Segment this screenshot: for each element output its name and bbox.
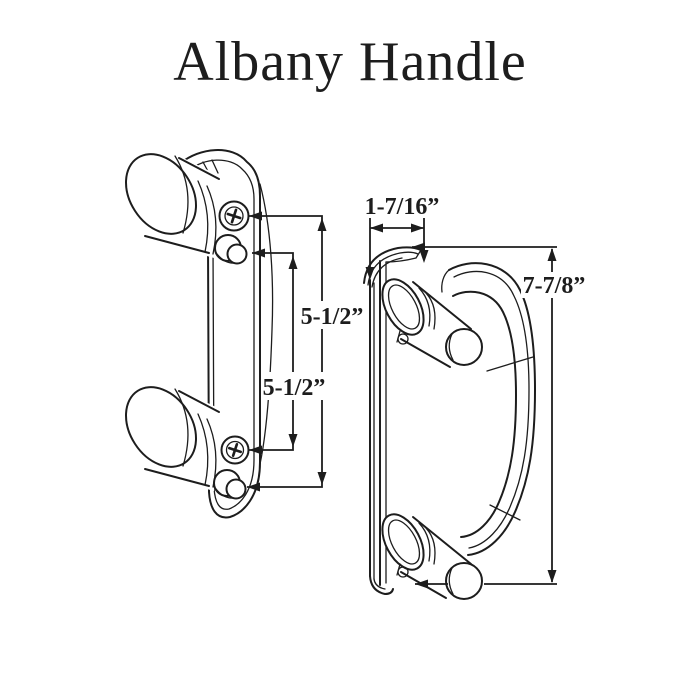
overall-height-label: 7-7/8” xyxy=(523,273,586,299)
side-lower-clip xyxy=(396,563,409,578)
dimension-overall-height xyxy=(412,242,557,589)
front-lower-grip xyxy=(125,386,222,491)
side-handle-bow xyxy=(441,262,536,556)
plate-width-label: 1-7/16” xyxy=(365,194,440,220)
side-upper-clip xyxy=(396,330,409,345)
upper-spacing-label: 5-1/2” xyxy=(301,304,364,330)
front-upper-grip xyxy=(125,153,222,258)
side-plate-crown xyxy=(363,246,422,288)
side-upper-grip xyxy=(381,278,483,368)
dimension-annotations: 1-7/16” 7-7/8” 5-1/2” 5-1/2” xyxy=(247,194,587,589)
dimension-lower-spacing xyxy=(249,248,298,455)
front-view xyxy=(125,149,274,519)
phillips-cross-icon xyxy=(227,442,243,458)
front-top-screw xyxy=(218,200,250,232)
lower-spacing-label: 5-1/2” xyxy=(263,375,326,401)
front-top-post xyxy=(214,234,248,265)
front-bottom-post xyxy=(213,469,247,500)
front-bottom-screw xyxy=(220,435,250,465)
side-lower-grip xyxy=(381,513,483,601)
dimension-labels: 1-7/16” 7-7/8” 5-1/2” 5-1/2” xyxy=(262,194,587,401)
dimension-upper-spacing xyxy=(247,211,327,492)
side-view xyxy=(363,246,536,601)
phillips-cross-icon xyxy=(226,208,242,224)
page-title: Albany Handle xyxy=(173,31,527,93)
